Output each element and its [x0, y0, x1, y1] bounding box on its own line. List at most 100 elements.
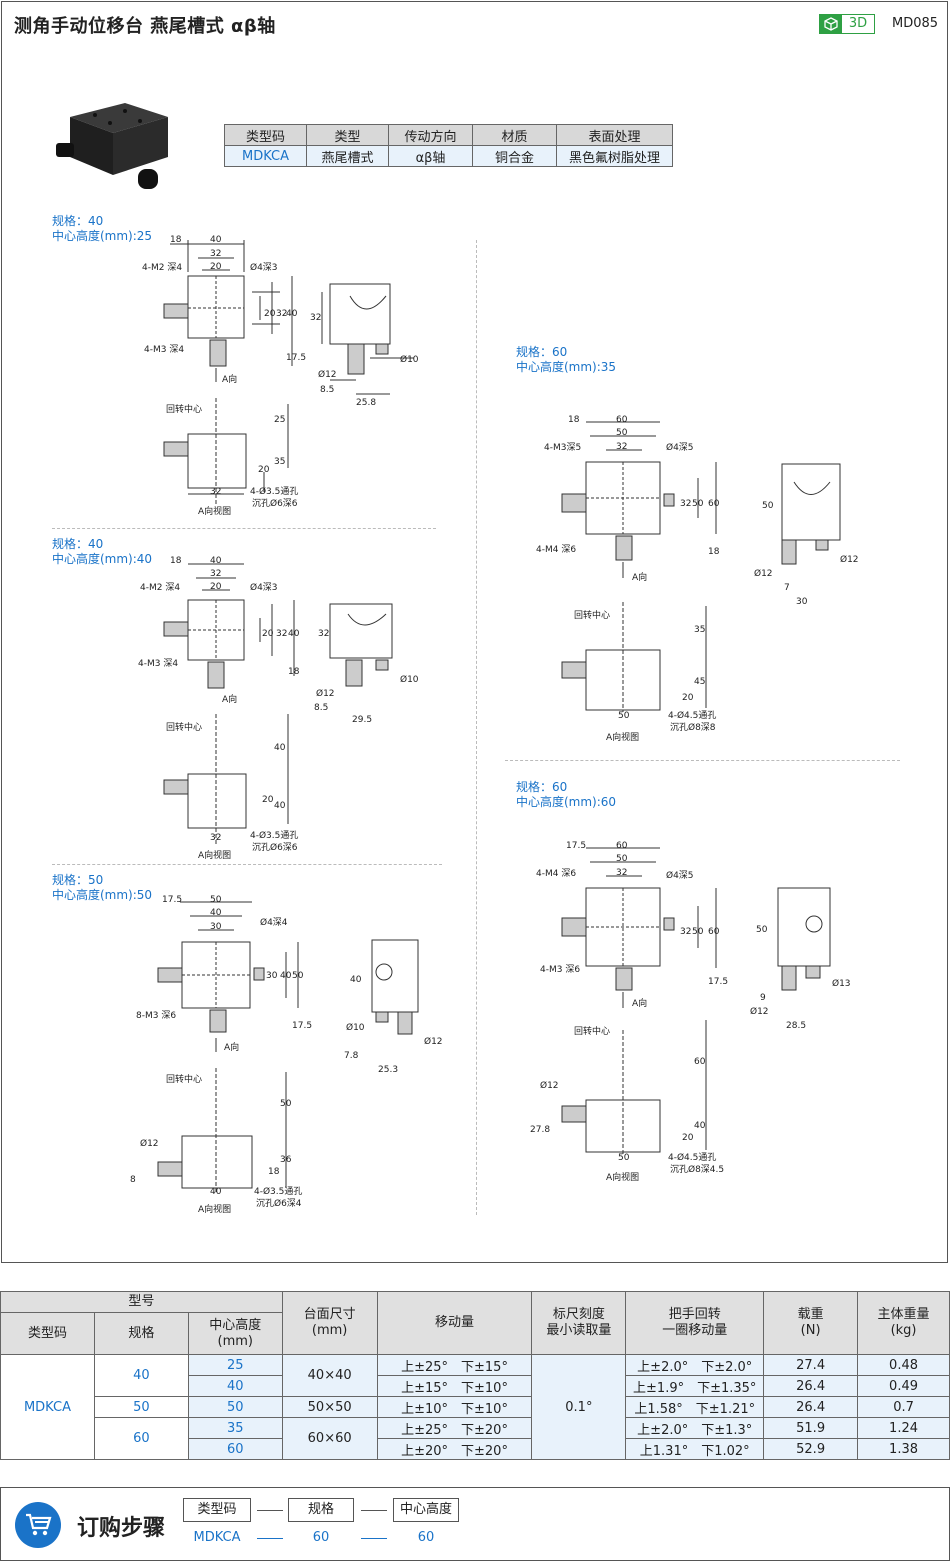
spec-label-4: 规格：60 中心高度(mm):35	[516, 345, 617, 374]
svg-text:20: 20	[682, 693, 694, 703]
svg-text:32: 32	[210, 833, 221, 843]
svg-text:Ø10: Ø10	[346, 1022, 365, 1033]
cell-load: 26.4	[763, 1396, 859, 1418]
svg-text:回转中心: 回转中心	[166, 1073, 202, 1085]
table-row: 60 35 60×60 上±25° 下±20° 上±2.0° 下±1.3° 51…	[1, 1417, 950, 1460]
table-row: 60 上±20° 下±20° 上1.31° 下1.02° 52.9 1.38	[1, 1438, 950, 1460]
svg-text:18: 18	[170, 235, 182, 245]
product-image	[56, 103, 168, 189]
svg-text:4-Ø3.5通孔: 4-Ø3.5通孔	[250, 830, 298, 841]
cell-spec: 50	[93, 1396, 189, 1418]
3d-button[interactable]: 3D	[819, 14, 875, 34]
svg-text:A向: A向	[632, 571, 647, 583]
svg-text:50: 50	[292, 971, 304, 981]
svg-text:32: 32	[210, 487, 221, 497]
svg-text:18: 18	[568, 415, 580, 425]
svg-text:32: 32	[276, 629, 287, 639]
svg-text:25: 25	[274, 415, 285, 425]
svg-text:60: 60	[616, 841, 628, 851]
order-separator	[361, 1510, 387, 1511]
header-scale: 标尺刻度 最小读取量	[531, 1291, 627, 1355]
type-value-direction: αβ轴	[388, 145, 473, 167]
svg-text:7: 7	[784, 583, 790, 593]
order-value-type-code: MDKCA	[193, 1530, 241, 1545]
svg-text:32: 32	[616, 442, 627, 452]
svg-text:Ø12: Ø12	[424, 1036, 443, 1047]
svg-text:32: 32	[680, 499, 691, 509]
cell-load: 27.4	[763, 1354, 859, 1376]
product-code: MD085	[892, 16, 939, 31]
svg-text:4-M4 深6: 4-M4 深6	[536, 544, 576, 555]
svg-text:Ø4深4: Ø4深4	[260, 917, 288, 928]
svg-text:17.5: 17.5	[162, 895, 182, 905]
svg-text:40: 40	[694, 1121, 706, 1131]
svg-text:20: 20	[264, 309, 276, 319]
cell-handle: 上±2.0° 下±1.3°	[625, 1417, 765, 1439]
svg-text:20: 20	[210, 582, 222, 592]
svg-text:沉孔Ø8深4.5: 沉孔Ø8深4.5	[670, 1164, 724, 1175]
svg-text:A向: A向	[224, 1041, 239, 1053]
svg-text:50: 50	[692, 927, 704, 937]
svg-text:40: 40	[286, 309, 298, 319]
svg-text:40: 40	[274, 743, 286, 753]
section-divider-3	[505, 760, 900, 761]
cell-size: 40×40	[281, 1354, 378, 1397]
svg-text:4-Ø4.5通孔: 4-Ø4.5通孔	[668, 1152, 716, 1163]
svg-text:20: 20	[262, 795, 274, 805]
svg-text:32: 32	[318, 629, 329, 639]
svg-text:32: 32	[680, 927, 691, 937]
svg-text:8-M3 深6: 8-M3 深6	[136, 1010, 176, 1021]
order-title: 订购步骤	[77, 1516, 166, 1541]
header-travel: 移动量	[376, 1291, 533, 1355]
svg-text:A向: A向	[222, 373, 237, 385]
cell-spec: 60	[93, 1417, 189, 1460]
svg-text:40: 40	[210, 235, 222, 245]
cell-handle: 上1.31° 下1.02°	[625, 1438, 765, 1460]
svg-text:沉孔Ø6深6: 沉孔Ø6深6	[252, 842, 298, 853]
svg-text:18: 18	[268, 1167, 280, 1177]
cell-height: 60	[187, 1438, 283, 1460]
table-row: MDKCA 40 25 40×40 上±25° 下±15° 0.1° 上±2.0…	[0, 1354, 950, 1460]
svg-text:50: 50	[762, 501, 774, 511]
svg-text:沉孔Ø6深4: 沉孔Ø6深4	[256, 1198, 302, 1209]
svg-text:Ø12: Ø12	[318, 369, 337, 380]
svg-text:32: 32	[310, 313, 321, 323]
page-title: 测角手动位移台 燕尾槽式 αβ轴	[14, 16, 276, 37]
svg-text:18: 18	[708, 547, 720, 557]
header-load: 载重 (N)	[763, 1291, 859, 1355]
svg-text:A向: A向	[222, 693, 237, 705]
header-model-group: 型号	[0, 1291, 283, 1313]
svg-text:9: 9	[760, 993, 766, 1003]
header-spec: 规格	[93, 1312, 189, 1355]
header-size: 台面尺寸 (mm)	[281, 1291, 378, 1355]
svg-text:回转中心: 回转中心	[166, 403, 202, 415]
svg-text:18: 18	[170, 556, 182, 566]
svg-text:30: 30	[796, 597, 808, 607]
svg-text:17.5: 17.5	[286, 353, 306, 363]
spec-table: 型号 台面尺寸 (mm) 移动量 标尺刻度 最小读取量 把手回转 一圈移动量 载…	[0, 1291, 950, 1460]
svg-text:32: 32	[616, 868, 627, 878]
type-value-type: 燕尾槽式	[306, 145, 389, 167]
svg-text:4-M2 深4: 4-M2 深4	[140, 582, 180, 593]
cell-load: 26.4	[763, 1375, 859, 1397]
cart-icon	[15, 1502, 61, 1548]
svg-text:40: 40	[288, 629, 300, 639]
type-value-code: MDKCA	[224, 145, 307, 167]
header-height: 中心高度 (mm)	[187, 1312, 283, 1355]
svg-text:Ø10: Ø10	[400, 674, 419, 685]
svg-text:20: 20	[258, 465, 270, 475]
svg-text:60: 60	[694, 1057, 706, 1067]
cell-travel: 上±15° 下±10°	[376, 1375, 533, 1397]
cell-handle: 上1.58° 下±1.21°	[625, 1396, 765, 1418]
svg-text:50: 50	[616, 428, 628, 438]
svg-text:20: 20	[682, 1133, 694, 1143]
svg-text:Ø12: Ø12	[754, 568, 773, 579]
cell-handle: 上±2.0° 下±2.0°	[625, 1354, 765, 1376]
svg-text:17.5: 17.5	[708, 977, 728, 987]
svg-text:Ø12: Ø12	[540, 1080, 559, 1091]
cell-scale: 0.1°	[531, 1354, 627, 1460]
type-value-finish: 黑色氟树脂处理	[556, 145, 673, 167]
svg-text:4-M3 深6: 4-M3 深6	[540, 964, 580, 975]
